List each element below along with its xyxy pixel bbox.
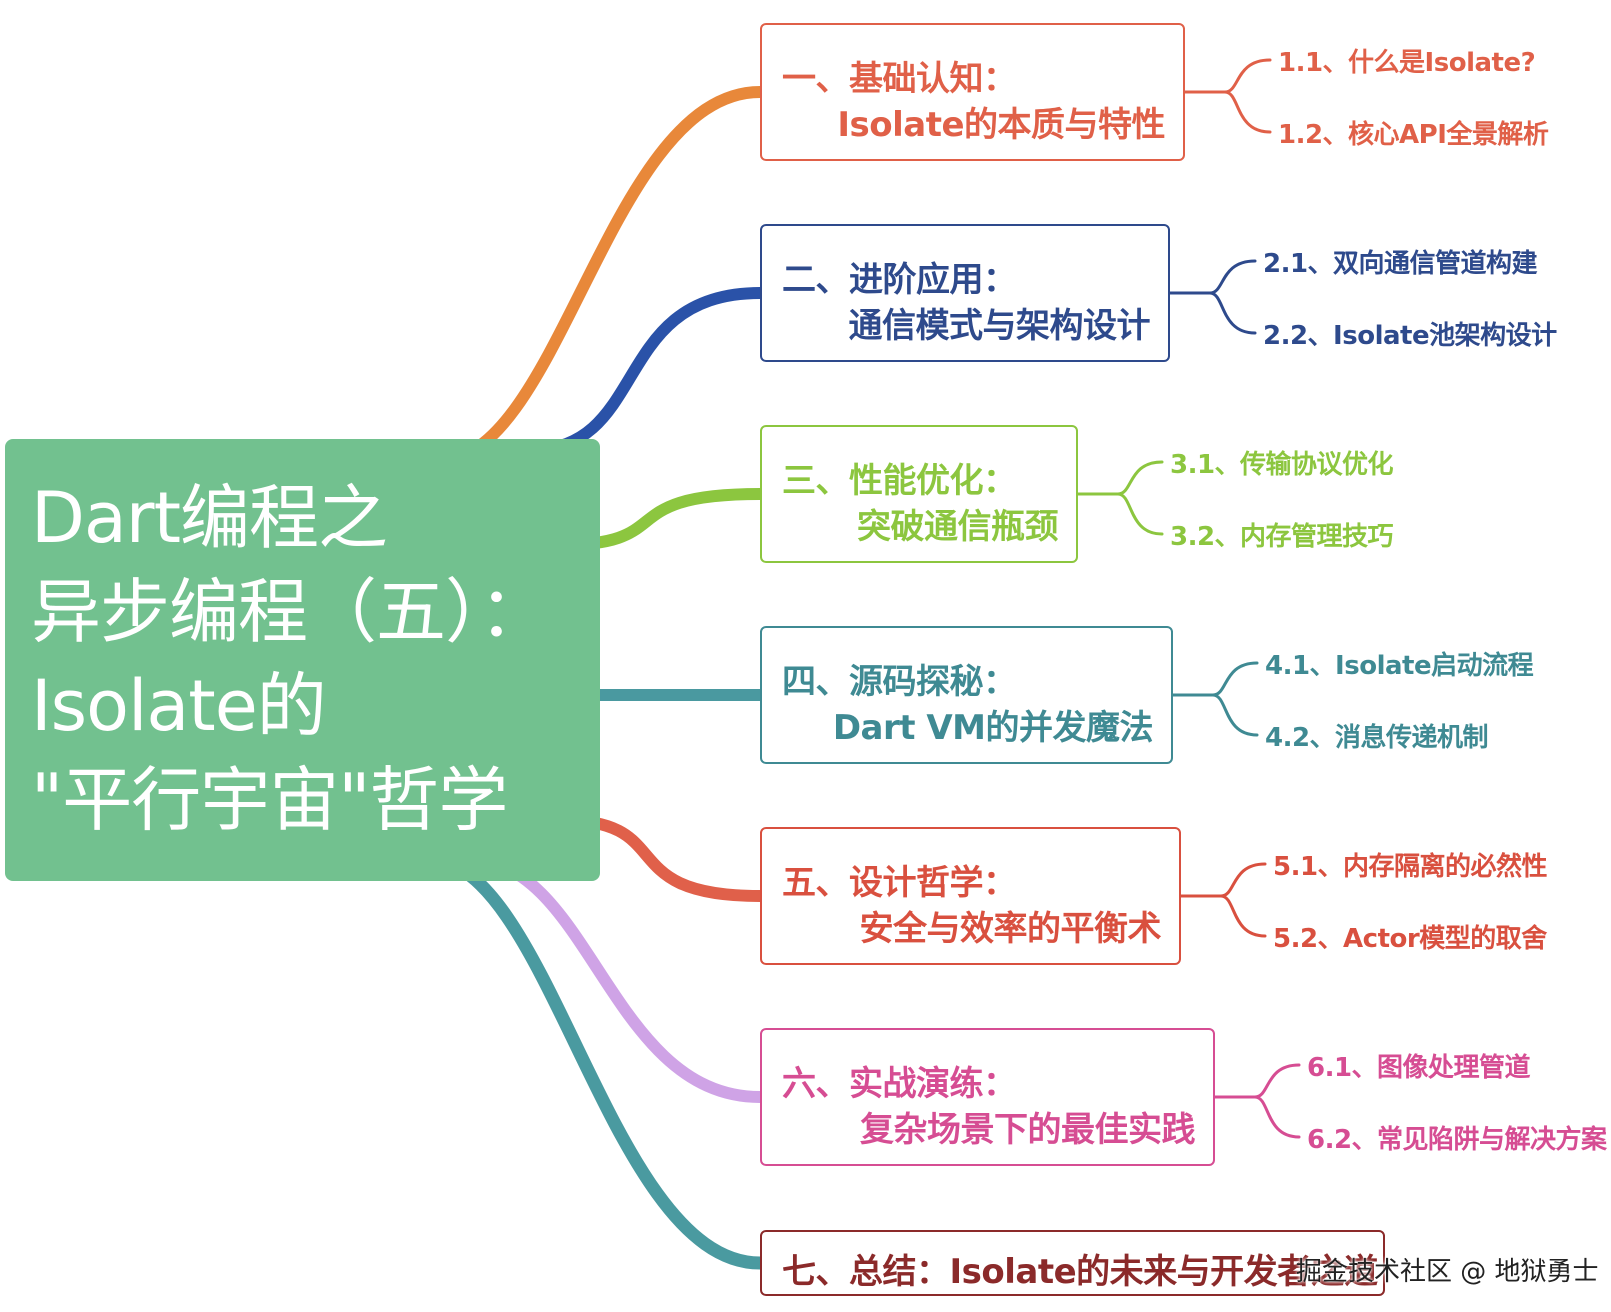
leaf-topic[interactable]: 4.1、Isolate启动流程: [1265, 651, 1534, 681]
leaf-link: [1219, 894, 1267, 938]
branch-title: 一、基础认知：: [782, 59, 1017, 99]
leaf-link: [1211, 661, 1259, 697]
leaf-topic[interactable]: 2.2、Isolate池架构设计: [1263, 321, 1557, 351]
leaf-link: [1253, 1063, 1301, 1099]
leaf-topic[interactable]: 6.1、图像处理管道: [1307, 1053, 1531, 1083]
root-topic[interactable]: Dart编程之 异步编程（五）： Isolate的 "平行宇宙"哲学: [5, 439, 600, 881]
branch-summary[interactable]: 七、总结：Isolate的未来与开发者之道: [760, 1230, 1385, 1296]
root-title-line-2: 异步编程（五）：: [31, 571, 549, 653]
branch-subtitle: 安全与效率的平衡术: [859, 909, 1162, 949]
watermark: 掘金技术社区 @ 地狱勇士: [1296, 1257, 1599, 1287]
root-title-line-4: "平行宇宙"哲学: [31, 759, 508, 841]
leaf-topic[interactable]: 2.1、双向通信管道构建: [1263, 249, 1538, 279]
branch-subtitle: Isolate的本质与特性: [837, 105, 1165, 145]
leaf-topic[interactable]: 1.2、核心API全景解析: [1278, 120, 1549, 150]
branch-performance[interactable]: 三、性能优化： 突破通信瓶颈: [760, 425, 1078, 563]
branch-link: [423, 853, 767, 1270]
leaf-link: [1116, 460, 1164, 496]
leaf-link: [1223, 90, 1272, 134]
leaf-topic[interactable]: 1.1、什么是Isolate?: [1278, 48, 1536, 78]
branch-basics[interactable]: 一、基础认知： Isolate的本质与特性: [760, 23, 1185, 161]
branch-title: 四、源码探秘：: [782, 662, 1017, 702]
branch-philosophy[interactable]: 五、设计哲学： 安全与效率的平衡术: [760, 827, 1181, 965]
leaf-topic[interactable]: 5.1、内存隔离的必然性: [1273, 852, 1548, 882]
branch-link: [434, 86, 766, 466]
branch-title: 三、性能优化：: [782, 461, 1017, 501]
leaf-topic[interactable]: 4.2、消息传递机制: [1265, 723, 1489, 753]
branch-title: 五、设计哲学：: [782, 863, 1017, 903]
leaf-link: [1116, 492, 1164, 536]
branch-title: 七、总结：Isolate的未来与开发者之道: [782, 1252, 1378, 1292]
leaf-link: [1208, 291, 1257, 335]
branch-subtitle: 通信模式与架构设计: [848, 306, 1151, 346]
branch-subtitle: 复杂场景下的最佳实践: [860, 1110, 1196, 1150]
branch-practice[interactable]: 六、实战演练： 复杂场景下的最佳实践: [760, 1028, 1215, 1166]
branch-advanced[interactable]: 二、进阶应用： 通信模式与架构设计: [760, 224, 1170, 362]
leaf-link: [1223, 58, 1272, 94]
leaf-topic[interactable]: 5.2、Actor模型的取舍: [1273, 924, 1547, 954]
leaf-link: [1211, 693, 1259, 737]
root-title-line-1: Dart编程之: [31, 477, 388, 559]
leaf-link: [1253, 1095, 1301, 1139]
leaf-topic[interactable]: 6.2、常见陷阱与解决方案: [1307, 1125, 1607, 1155]
branch-subtitle: 突破通信瓶颈: [857, 507, 1059, 547]
branch-source[interactable]: 四、源码探秘： Dart VM的并发魔法: [760, 626, 1173, 764]
root-title-line-3: Isolate的: [31, 665, 327, 747]
branch-subtitle: Dart VM的并发魔法: [832, 708, 1154, 748]
branch-title: 六、实战演练：: [782, 1064, 1017, 1104]
branch-title: 二、进阶应用：: [782, 260, 1017, 300]
leaf-topic[interactable]: 3.1、传输协议优化: [1170, 450, 1394, 480]
leaf-link: [1208, 259, 1257, 295]
leaf-topic[interactable]: 3.2、内存管理技巧: [1170, 522, 1394, 552]
leaf-link: [1219, 862, 1267, 898]
